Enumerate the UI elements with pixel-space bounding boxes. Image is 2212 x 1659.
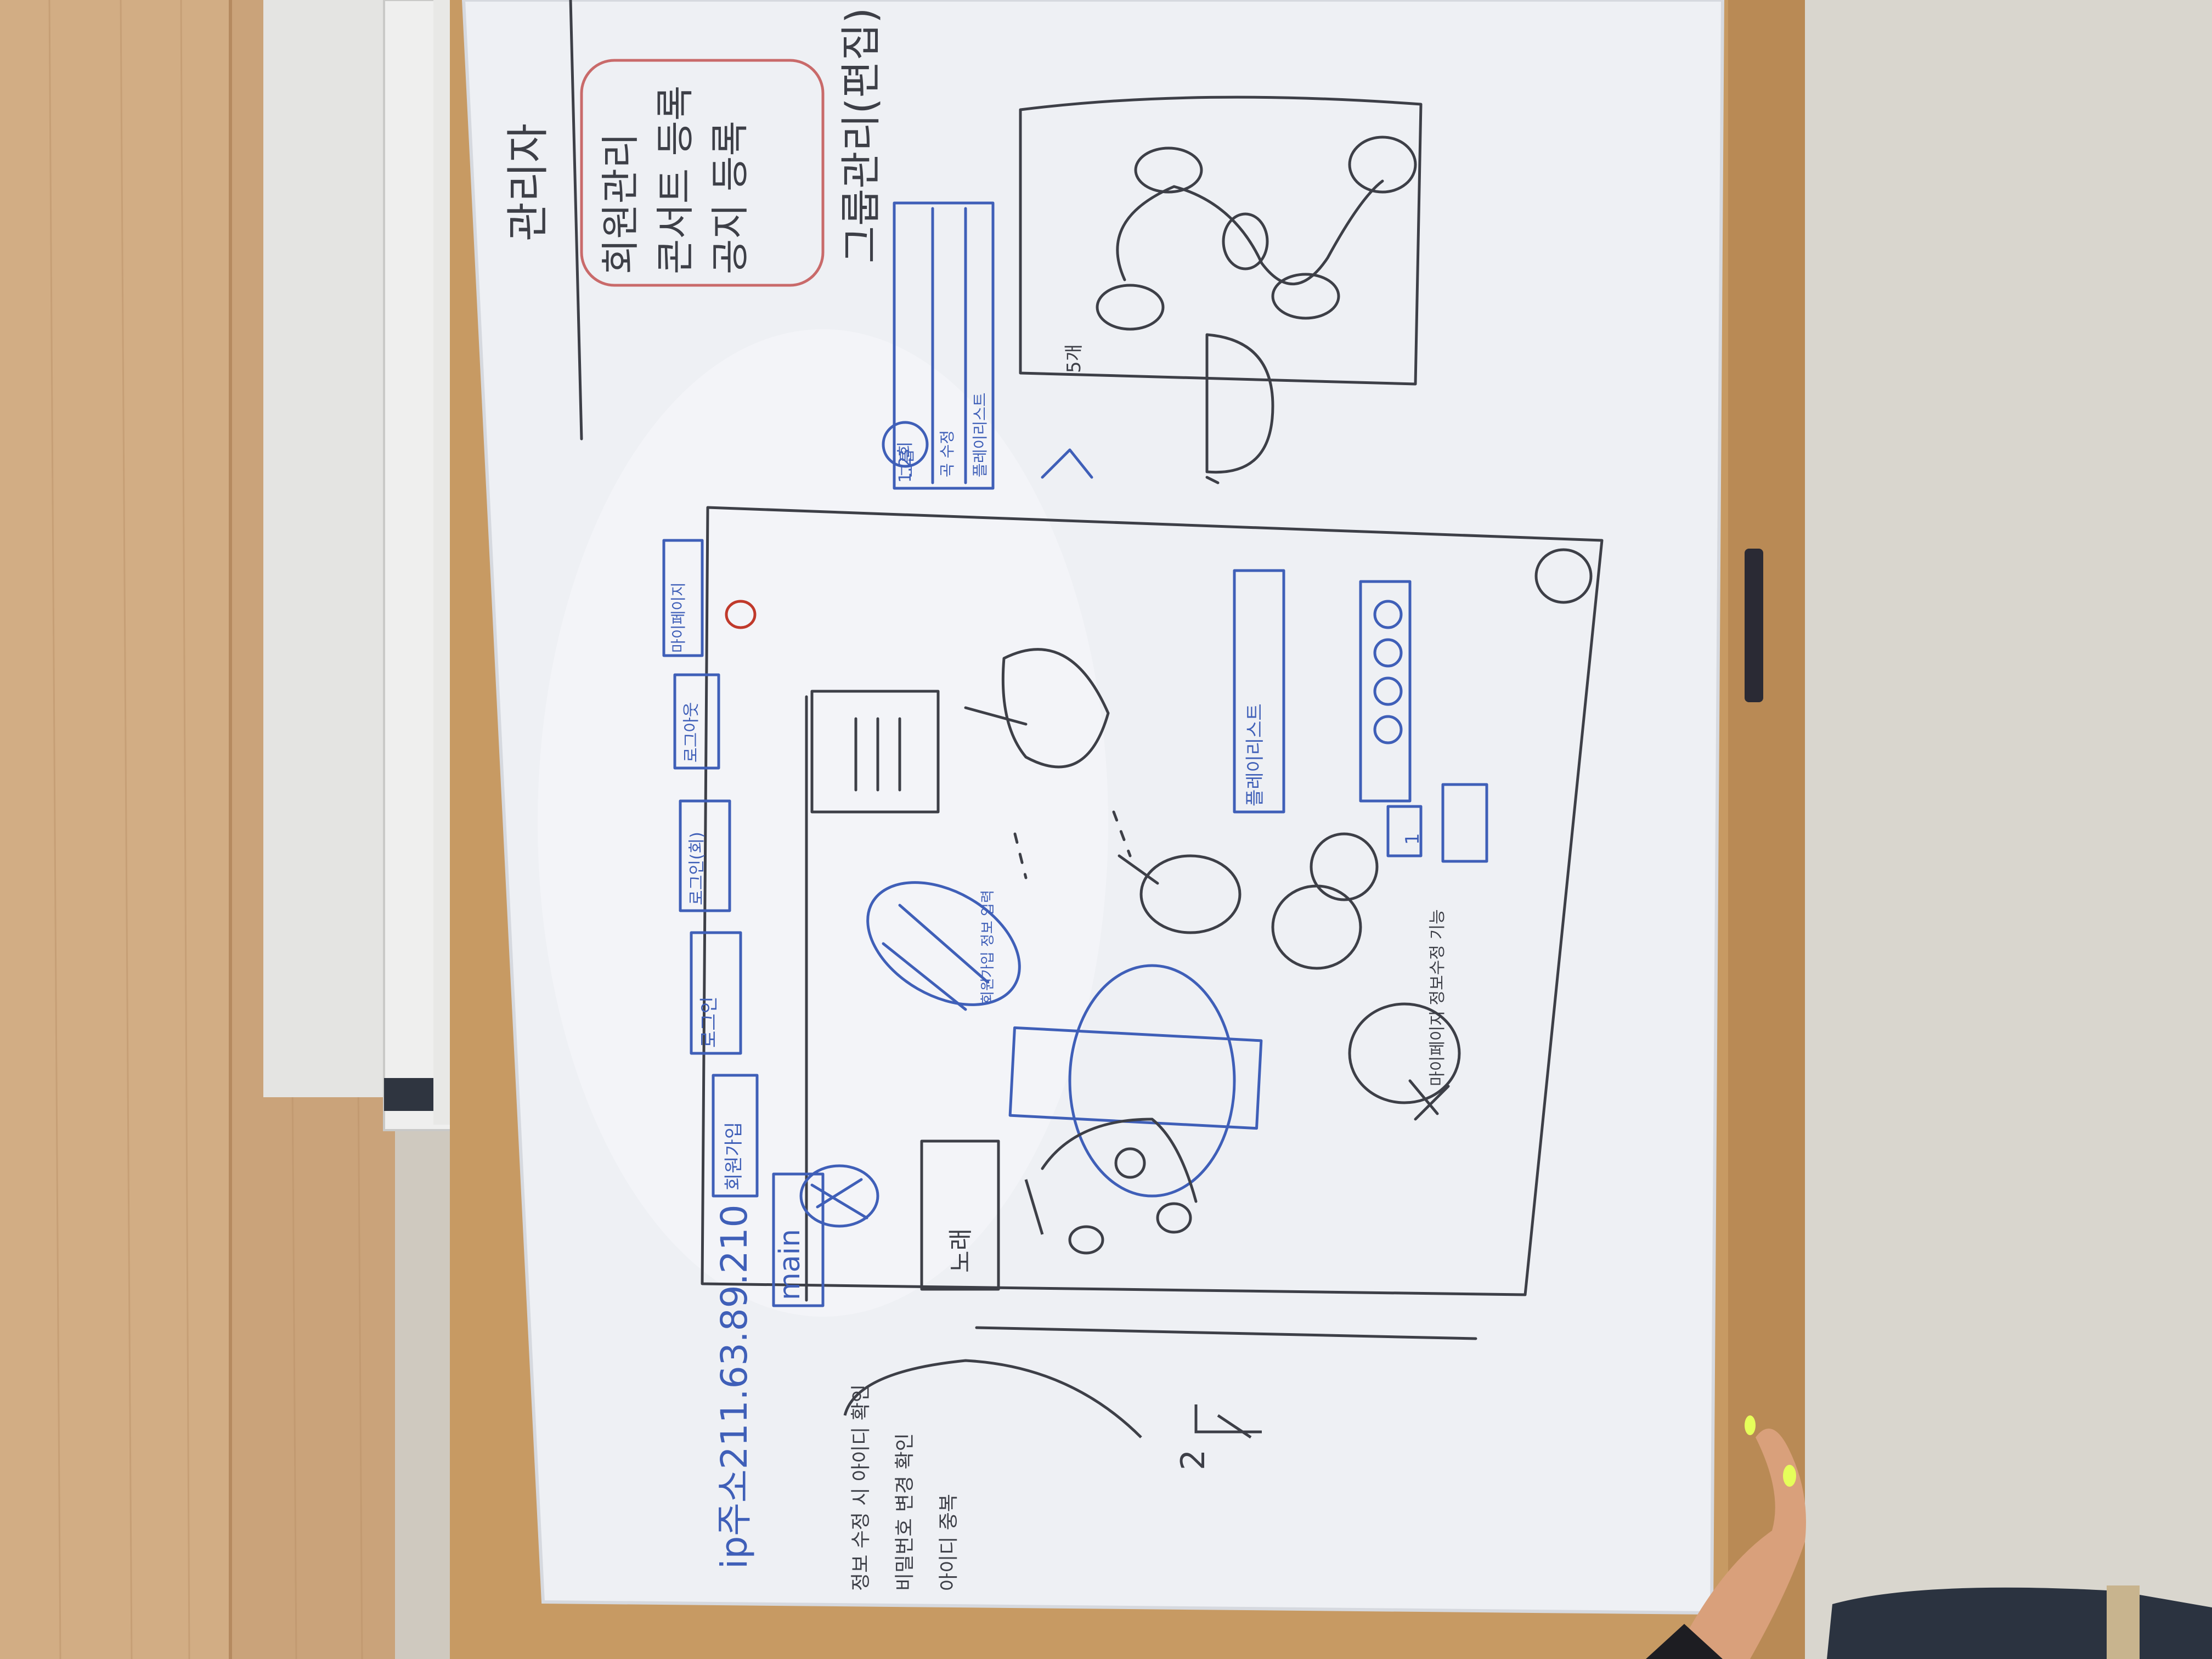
marker-holder (1745, 549, 1763, 702)
nav-box-mypage (662, 539, 704, 657)
label-song: 노래 (947, 1228, 975, 1273)
admin-line-3: 공지 등록 (708, 121, 753, 274)
nav-item-login-member: 로그인(회) (687, 832, 707, 905)
list-block (810, 690, 940, 814)
group-panel-label-2: 곡 수정 (938, 430, 956, 477)
margin-mark-1: 1 (1402, 833, 1424, 845)
nav-item-signup: 회원가입 (723, 1121, 745, 1190)
nav-item-main: main (774, 1229, 806, 1300)
wireframe-frame (701, 506, 1604, 1296)
graph-box (1019, 95, 1423, 386)
nav-item-login: 로그인 (698, 996, 720, 1048)
group-panel-label-3: 플레이리스트 (971, 392, 989, 477)
divider-line (569, 0, 583, 441)
admin-heading: 관리자 (504, 123, 553, 241)
admin-line-2: 콘서트 등록 (653, 85, 698, 274)
label-signup-info: 회원가입 정보 입력 (980, 890, 996, 1004)
playlist-panel (1233, 569, 1285, 814)
group-panel (893, 201, 995, 490)
admin-line-1: 회원관리 (598, 133, 643, 274)
hand (1673, 1429, 1806, 1659)
bottom-note-2: 비밀번호 변경 확인 (894, 1433, 916, 1591)
margin-mark-2: 2 (1174, 1449, 1212, 1470)
ip-address: ip주소211.63.89.210 (713, 1204, 755, 1569)
bottom-note-3: 정보 수정 시 아이디 확인 (850, 1384, 872, 1591)
red-mark (725, 600, 757, 629)
label-round: 1.2회 (896, 441, 915, 483)
song-list-box (920, 1139, 1000, 1291)
group-note: 그룹관리(편집) (838, 7, 885, 263)
mypage-note: 마이페이지 정보수정 기능 (1428, 909, 1447, 1086)
nav-item-mypage: 마이페이지 (669, 582, 687, 653)
nav-item-logout: 로그아웃 (682, 702, 701, 763)
label-five: 5개 (1063, 344, 1085, 373)
bottom-note-1: 아이디 중복 (938, 1493, 960, 1591)
playlist-label: 플레이리스트 (1244, 703, 1266, 806)
admin-box (580, 59, 825, 287)
